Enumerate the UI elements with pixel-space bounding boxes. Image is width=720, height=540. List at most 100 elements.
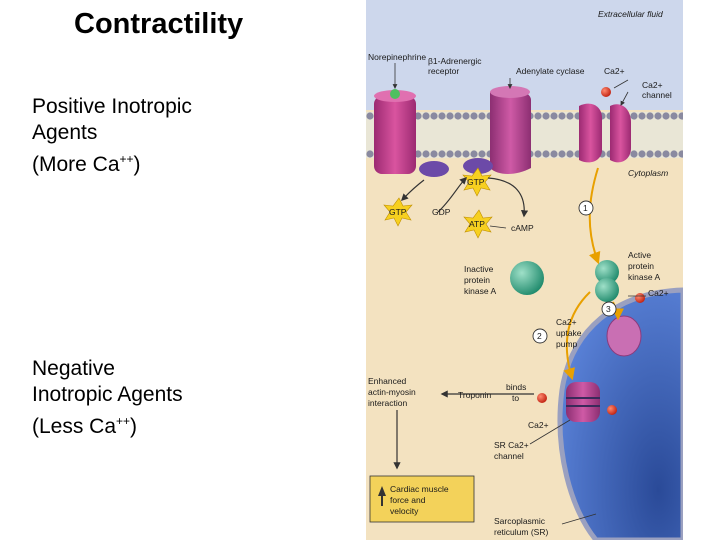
label-sr-line-1: Sarcoplasmic	[494, 516, 546, 526]
label-sr-channel-line-1: SR Ca2+	[494, 440, 529, 450]
membrane-lipid-head	[542, 112, 550, 120]
membrane-lipid-head	[414, 112, 422, 120]
membrane-lipid-head	[654, 112, 662, 120]
sr-ca-channel	[566, 382, 600, 422]
negative-line-1: Negative	[32, 357, 115, 380]
membrane-lipid-head	[654, 150, 662, 158]
membrane-lipid-head	[430, 150, 438, 158]
membrane-lipid-head	[430, 112, 438, 120]
membrane-lipid-head	[678, 150, 683, 158]
label-pump-line-2: uptake	[556, 328, 582, 338]
membrane-lipid-head	[646, 112, 654, 120]
membrane-lipid-head	[534, 150, 542, 158]
membrane-lipid-head	[638, 150, 646, 158]
label-camp: cAMP	[511, 223, 534, 233]
label-norepinephrine: Norepinephrine	[368, 52, 426, 62]
negative-inotropic-text: Negative Inotropic Agents (Less Ca++)	[32, 356, 352, 440]
membrane-lipid-head	[366, 112, 374, 120]
inactive-kinase	[510, 261, 544, 295]
membrane-lipid-head	[478, 112, 486, 120]
membrane-lipid-head	[438, 150, 446, 158]
membrane-lipid-head	[366, 150, 374, 158]
label-enhanced-line-1: Enhanced	[368, 376, 407, 386]
label-adenylate-cyclase: Adenylate cyclase	[516, 66, 585, 76]
membrane-lipid-head	[550, 150, 558, 158]
label-active-kinase-line-3: kinase A	[628, 272, 660, 282]
label-beta-receptor-line-2: receptor	[428, 66, 459, 76]
membrane-lipid-head	[678, 112, 683, 120]
label-ca-mid: Ca2+	[648, 288, 669, 298]
label-ca-channel-line-1: Ca2+	[642, 80, 663, 90]
ca-uptake-pump	[606, 315, 642, 357]
ca-channel	[579, 103, 631, 163]
step-3-marker	[601, 301, 617, 317]
label-active-kinase-line-2: protein	[628, 261, 654, 271]
pathway-figure: Extracellular fluid Norepinephrine β1-Ad…	[366, 0, 683, 540]
positive-line-1: Positive Inotropic	[32, 95, 192, 118]
label-step-3: 3	[606, 304, 611, 314]
membrane-lipid-head	[550, 112, 558, 120]
membrane-lipid-head	[670, 150, 678, 158]
sr-pointer	[561, 513, 597, 525]
membrane-lipid-head	[446, 112, 454, 120]
label-enhanced-line-2: actin-myosin	[368, 387, 416, 397]
membrane-lipid-head	[422, 150, 430, 158]
label-step-2: 2	[537, 331, 542, 341]
membrane-lipid-head	[470, 112, 478, 120]
label-pump-line-3: pump	[556, 339, 578, 349]
label-inactive-kinase-line-3: kinase A	[464, 286, 496, 296]
ca-ion-troponin	[537, 393, 547, 403]
adrenergic-pathway-diagram: Extracellular fluid Norepinephrine β1-Ad…	[366, 0, 683, 540]
g-protein-right	[463, 158, 493, 174]
pka-activation-arrow	[588, 167, 601, 265]
positive-inotropic-text: Positive Inotropic Agents (More Ca++)	[32, 94, 352, 178]
membrane-lipid-head	[662, 150, 670, 158]
camp-pointer	[489, 225, 507, 229]
label-gtp-right: GTP	[467, 177, 485, 187]
membrane-lipid-head	[470, 150, 478, 158]
membrane-lipid-head	[478, 150, 486, 158]
label-sr-channel-line-2: channel	[494, 451, 524, 461]
gdp-cycle-arrow	[437, 176, 468, 213]
membrane-lipid-head	[454, 150, 462, 158]
adenylate-cyclase	[490, 86, 531, 174]
label-enhanced-line-3: interaction	[368, 398, 407, 408]
membrane-lipid-head	[638, 112, 646, 120]
label-binds-line-1: binds	[506, 382, 526, 392]
label-cardiac-line-1: Cardiac muscle	[390, 484, 449, 494]
step-2-marker	[532, 328, 548, 344]
camp-production-arrow	[487, 177, 529, 218]
membrane-lipid-head	[662, 112, 670, 120]
g-protein-left	[419, 161, 449, 177]
positive-line-2: Agents	[32, 121, 98, 144]
label-gdp: GDP	[432, 207, 451, 217]
membrane-lipid-head	[422, 112, 430, 120]
label-atp: ATP	[469, 219, 485, 229]
membrane-lipid-head	[462, 112, 470, 120]
active-kinase-subunit-top	[595, 260, 619, 284]
label-gtp-left: GTP	[389, 207, 407, 217]
membrane-lipid-head	[558, 150, 566, 158]
membrane-lipid-head	[414, 150, 422, 158]
membrane-lipid-head	[646, 150, 654, 158]
label-troponin: Troponin	[458, 390, 492, 400]
membrane-lipid-head	[630, 150, 638, 158]
membrane-lipid-head	[566, 112, 574, 120]
gtp-star-left	[383, 197, 413, 227]
membrane-lipid-head	[630, 112, 638, 120]
ca-ion-channel	[607, 405, 617, 415]
gtp-release-arrow	[400, 179, 425, 202]
increase-arrow-icon	[378, 486, 386, 506]
membrane-lipid-head	[446, 150, 454, 158]
cardiac-force-box	[369, 475, 475, 523]
label-binds-line-2: to	[512, 393, 519, 403]
gtp-star-right	[462, 167, 492, 197]
membrane-lipid-head	[534, 112, 542, 120]
step-1-marker	[578, 200, 594, 216]
ca-ion-top	[601, 87, 611, 97]
label-cardiac-line-2: force and	[390, 495, 426, 505]
membrane-lipid-head	[566, 150, 574, 158]
sr-channel-pointer	[529, 419, 571, 445]
label-active-kinase-line-1: Active	[628, 250, 651, 260]
positive-line-3: (More Ca++)	[32, 152, 141, 176]
